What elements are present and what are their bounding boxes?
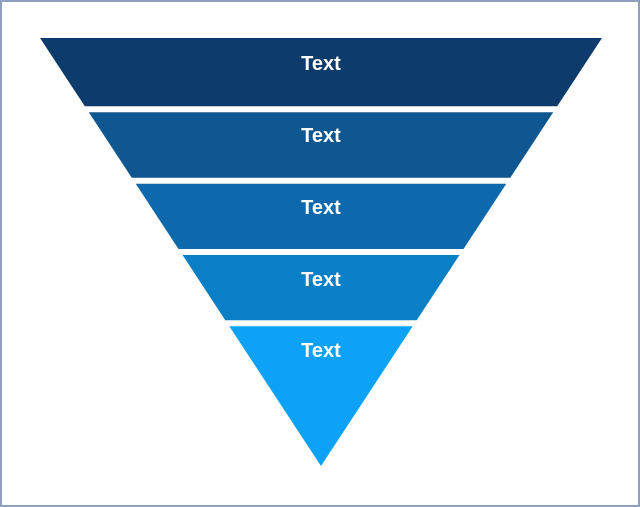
funnel-level-5[interactable] (229, 326, 413, 466)
funnel-level-2-label: Text (301, 125, 341, 147)
funnel-level-3[interactable] (135, 183, 507, 249)
funnel-level-4-label: Text (301, 269, 341, 291)
funnel-level-3-label: Text (301, 197, 341, 219)
funnel-level-1-label: Text (301, 53, 341, 75)
funnel-level-5-label: Text (301, 340, 341, 362)
funnel-level-4[interactable] (182, 255, 460, 321)
funnel-level-2[interactable] (88, 112, 554, 178)
funnel-level-1[interactable] (40, 38, 602, 107)
